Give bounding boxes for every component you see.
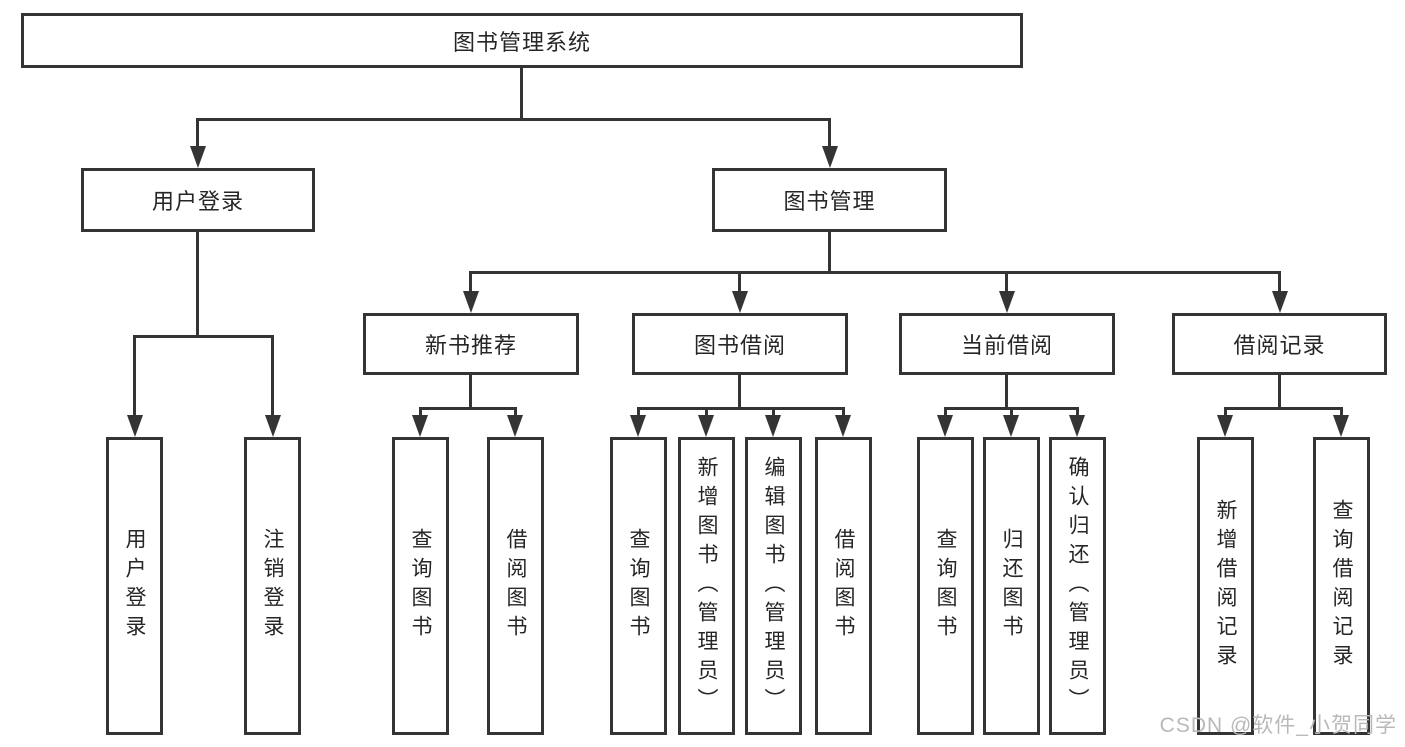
node-root: 图书管理系统 bbox=[21, 13, 1023, 68]
arrowhead bbox=[732, 291, 748, 313]
edge-line bbox=[1005, 375, 1008, 407]
arrowhead bbox=[630, 415, 646, 437]
edge-line bbox=[196, 232, 199, 335]
node-book-management: 图书管理 bbox=[712, 168, 947, 232]
arrowhead bbox=[507, 415, 523, 437]
edge-line bbox=[514, 407, 517, 417]
leaf-records-add: 新增借阅记录 bbox=[1197, 437, 1254, 735]
arrowhead bbox=[1217, 415, 1233, 437]
edge-line bbox=[419, 407, 517, 410]
edge-line bbox=[1010, 407, 1013, 417]
leaf-current-query: 查询图书 bbox=[917, 437, 974, 735]
leaf-borrow-borrow: 借阅图书 bbox=[815, 437, 872, 735]
csdn-watermark: CSDN @软件_小贺同学 bbox=[1159, 714, 1397, 737]
edge-line bbox=[772, 407, 775, 417]
edge-line bbox=[1340, 407, 1343, 417]
leaf-logout: 注销登录 bbox=[244, 437, 301, 735]
edge-line bbox=[520, 68, 523, 118]
edge-line bbox=[637, 407, 845, 410]
leaf-borrow-add-admin: 新增图书（管理员） bbox=[678, 437, 735, 735]
arrowhead bbox=[1069, 415, 1085, 437]
node-user-login-branch: 用户登录 bbox=[81, 168, 315, 232]
edge-line bbox=[842, 407, 845, 417]
leaf-borrow-query: 查询图书 bbox=[610, 437, 667, 735]
edge-line bbox=[196, 118, 831, 121]
edge-line bbox=[196, 118, 199, 147]
node-new-book-recommend: 新书推荐 bbox=[363, 313, 579, 375]
arrowhead bbox=[190, 146, 206, 168]
arrowhead bbox=[1272, 291, 1288, 313]
arrowhead bbox=[937, 415, 953, 437]
edge-line bbox=[1076, 407, 1079, 417]
arrowhead bbox=[835, 415, 851, 437]
edge-line bbox=[1278, 375, 1281, 407]
edge-line bbox=[419, 407, 422, 417]
arrowhead bbox=[822, 146, 838, 168]
edge-line bbox=[705, 407, 708, 417]
arrowhead bbox=[1333, 415, 1349, 437]
arrowhead bbox=[698, 415, 714, 437]
edge-line bbox=[1224, 407, 1343, 410]
arrowhead bbox=[265, 415, 281, 437]
node-borrow-records: 借阅记录 bbox=[1172, 313, 1387, 375]
arrowhead bbox=[765, 415, 781, 437]
node-current-borrow: 当前借阅 bbox=[899, 313, 1115, 375]
arrowhead bbox=[999, 291, 1015, 313]
arrowhead bbox=[412, 415, 428, 437]
leaf-current-confirm-admin: 确认归还（管理员） bbox=[1049, 437, 1106, 735]
edge-line bbox=[738, 271, 741, 292]
edge-line bbox=[469, 375, 472, 407]
leaf-current-return: 归还图书 bbox=[983, 437, 1040, 735]
edge-line bbox=[133, 335, 136, 416]
arrowhead bbox=[463, 291, 479, 313]
leaf-borrow-edit-admin: 编辑图书（管理员） bbox=[745, 437, 802, 735]
edge-line bbox=[944, 407, 947, 417]
edge-line bbox=[1278, 271, 1281, 292]
edge-line bbox=[469, 271, 472, 292]
edge-line bbox=[637, 407, 640, 417]
node-book-borrow: 图书借阅 bbox=[632, 313, 848, 375]
edge-line bbox=[133, 335, 274, 338]
leaf-user-login: 用户登录 bbox=[106, 437, 163, 735]
edge-line bbox=[738, 375, 741, 407]
arrowhead bbox=[1003, 415, 1019, 437]
edge-line bbox=[470, 271, 1280, 274]
edge-line bbox=[828, 232, 831, 271]
edge-line bbox=[1005, 271, 1008, 292]
edge-line bbox=[828, 118, 831, 147]
leaf-records-query: 查询借阅记录 bbox=[1313, 437, 1370, 735]
edge-line bbox=[1224, 407, 1227, 417]
leaf-newbooks-query: 查询图书 bbox=[392, 437, 449, 735]
arrowhead bbox=[127, 415, 143, 437]
edge-line bbox=[271, 335, 274, 416]
leaf-newbooks-borrow: 借阅图书 bbox=[487, 437, 544, 735]
